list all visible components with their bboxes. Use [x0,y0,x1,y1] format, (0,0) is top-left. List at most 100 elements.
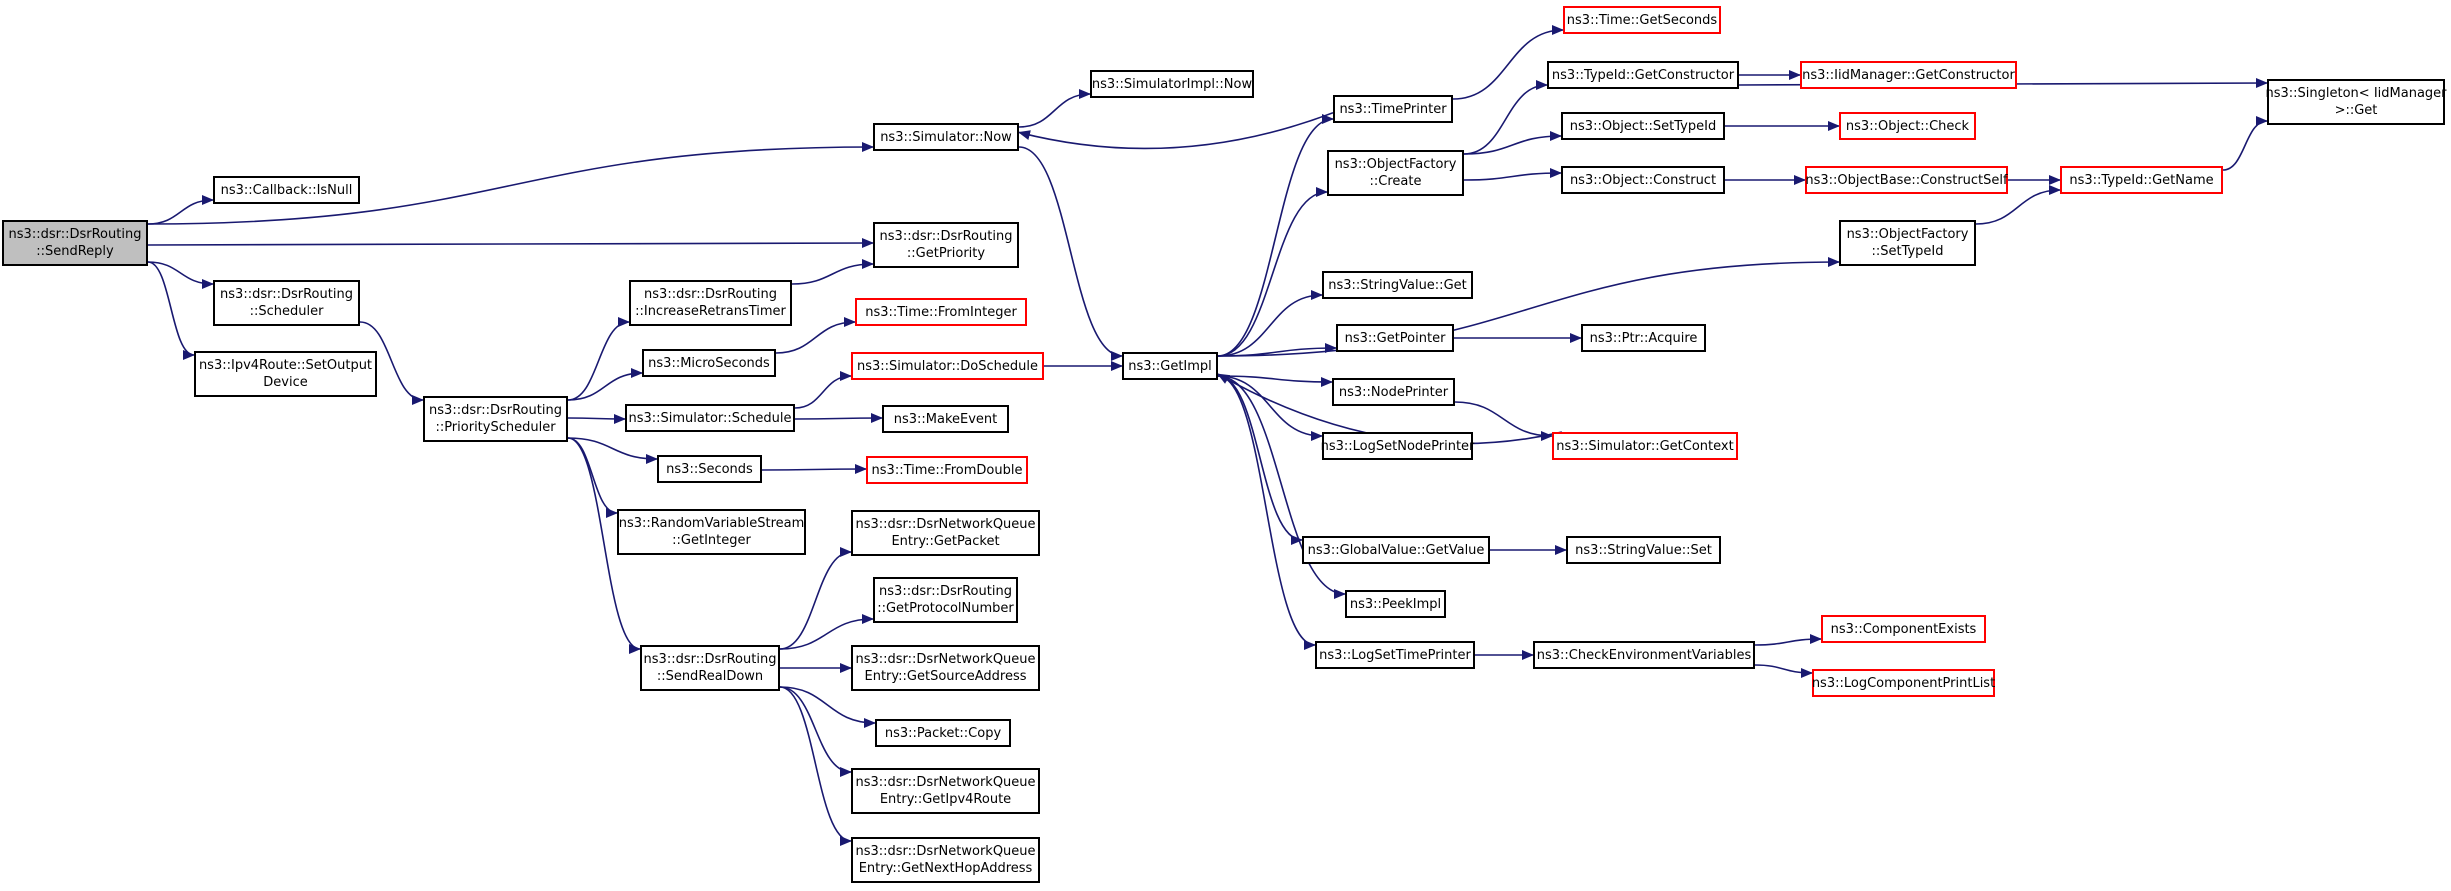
node-label-line: ns3::dsr::DsrRouting [8,227,142,242]
node-compexists[interactable]: ns3::ComponentExists [1821,615,1986,643]
node-label-line: ::Scheduler [249,304,324,319]
edge-priosched-to-seconds [567,437,658,464]
node-label-line: ns3::dsr::DsrRouting [429,403,562,418]
node-label-line: ns3::dsr::DsrRouting [879,229,1013,244]
node-label-line: Entry::GetPacket [891,534,1000,549]
node-fromdouble[interactable]: ns3::Time::FromDouble [866,456,1028,484]
node-getproto[interactable]: ns3::dsr::DsrRouting::GetProtocolNumber [873,577,1018,623]
node-ofsettid[interactable]: ns3::ObjectFactory::SetTypeId [1839,220,1976,266]
edge-sendreply-to-simnow [147,142,874,225]
node-peekimpl[interactable]: ns3::PeekImpl [1345,590,1446,618]
edge-realdown-to-getpacket [779,547,852,650]
edge-priosched-to-incretrans [567,317,630,401]
edge-getimpl-to-gvget [1217,375,1303,545]
node-label-line: ::SendReply [36,244,114,259]
node-schedule[interactable]: ns3::Simulator::Schedule [625,404,795,432]
node-label-line: ns3::StringValue::Get [1328,277,1467,293]
node-label-line: >::Get [2334,103,2378,118]
node-label-line: Device [263,375,308,390]
node-getpointer[interactable]: ns3::GetPointer [1336,324,1454,352]
node-tidgetctor[interactable]: ns3::TypeId::GetConstructor [1547,61,1739,89]
node-label-line: ns3::NodePrinter [1338,384,1449,400]
node-fromint[interactable]: ns3::Time::FromInteger [855,298,1027,326]
node-makeevent[interactable]: ns3::MakeEvent [882,405,1009,433]
node-simnow[interactable]: ns3::Simulator::Now [873,123,1019,151]
node-label-line: ns3::dsr::DsrNetworkQueue [855,517,1036,532]
node-getseconds[interactable]: ns3::Time::GetSeconds [1563,6,1721,34]
node-scheduler[interactable]: ns3::dsr::DsrRouting::Scheduler [213,280,360,326]
node-logsetnode[interactable]: ns3::LogSetNodePrinter [1320,432,1475,460]
node-priosched[interactable]: ns3::dsr::DsrRouting::PriorityScheduler [423,396,568,442]
node-getimpl[interactable]: ns3::GetImpl [1122,352,1218,380]
edge-schedule-to-makeevent [794,413,883,424]
node-label-line: ns3::GetPointer [1344,330,1446,346]
node-ofcreate[interactable]: ns3::ObjectFactory::Create [1327,150,1464,196]
node-label-line: ns3::TypeId::GetConstructor [1551,67,1735,83]
node-label-line: ::GetInteger [672,533,751,548]
node-label-line: ns3::ObjectFactory [1334,157,1457,172]
edge-micro-to-fromint [775,317,856,354]
edge-realdown-to-pktcopy [779,686,876,728]
node-logcomplist[interactable]: ns3::LogComponentPrintList [1812,669,1995,697]
node-label-line: ::SendRealDown [656,669,764,684]
edge-schedule-to-dosched [794,371,852,409]
node-label-line: ns3::dsr::DsrRouting [220,287,353,302]
node-label-line: ns3::dsr::DsrNetworkQueue [855,775,1036,790]
node-label-line: ns3::LogSetNodePrinter [1320,438,1475,454]
node-label-line: ns3::Ptr::Acquire [1589,330,1698,346]
node-checkenv[interactable]: ns3::CheckEnvironmentVariables [1533,641,1755,669]
node-sendreply[interactable]: ns3::dsr::DsrRouting::SendReply [2,220,148,266]
node-label-line: ns3::ComponentExists [1830,621,1977,637]
node-pktcopy[interactable]: ns3::Packet::Copy [875,719,1011,747]
node-timeprinter[interactable]: ns3::TimePrinter [1333,95,1453,123]
node-label-line: ns3::Object::SetTypeId [1569,118,1717,134]
node-label-line: ns3::Packet::Copy [884,725,1002,741]
node-realdown[interactable]: ns3::dsr::DsrRouting::SendRealDown [640,645,780,691]
node-label-line: ns3::Simulator::Schedule [628,410,792,426]
edge-ofcreate-to-objconstruct [1463,168,1562,181]
node-gvget[interactable]: ns3::GlobalValue::GetValue [1302,536,1490,564]
node-label-line: ns3::TimePrinter [1339,101,1447,117]
node-dosched[interactable]: ns3::Simulator::DoSchedule [851,352,1044,380]
node-objcheck[interactable]: ns3::Object::Check [1839,112,1976,140]
node-objconstruct[interactable]: ns3::Object::Construct [1561,166,1725,194]
node-strset[interactable]: ns3::StringValue::Set [1566,536,1721,564]
node-getcontext[interactable]: ns3::Simulator::GetContext [1552,432,1738,460]
node-label-line: ::PriorityScheduler [435,420,556,435]
node-strget[interactable]: ns3::StringValue::Get [1322,271,1473,299]
node-objsettid[interactable]: ns3::Object::SetTypeId [1561,112,1725,140]
node-nodeprinter[interactable]: ns3::NodePrinter [1332,378,1455,406]
edge-ofcreate-to-objsettid [1463,131,1562,155]
node-seconds[interactable]: ns3::Seconds [657,455,762,483]
node-ptracq[interactable]: ns3::Ptr::Acquire [1581,324,1706,352]
node-micro[interactable]: ns3::MicroSeconds [642,349,776,377]
node-incretrans[interactable]: ns3::dsr::DsrRouting::IncreaseRetransTim… [629,280,792,326]
node-implnow[interactable]: ns3::SimulatorImpl::Now [1090,70,1254,98]
edge-simnow-to-implnow [1018,89,1091,128]
node-label-line: ns3::CheckEnvironmentVariables [1536,647,1752,663]
node-label-line: ns3::LogComponentPrintList [1811,675,1996,691]
edge-sendreply-to-setoutput [147,261,195,360]
node-getprio[interactable]: ns3::dsr::DsrRouting::GetPriority [873,222,1019,268]
node-singleton[interactable]: ns3::Singleton< IidManager >::Get [2266,79,2447,125]
node-iidgetctor[interactable]: ns3::IidManager::GetConstructor [1800,61,2017,89]
node-tidgetname[interactable]: ns3::TypeId::GetName [2060,166,2223,194]
node-label-line: ns3::TypeId::GetName [2069,172,2214,188]
node-isnull[interactable]: ns3::Callback::IsNull [213,176,360,204]
node-logsettime[interactable]: ns3::LogSetTimePrinter [1315,641,1475,669]
node-label-line: ns3::Simulator::Now [880,129,1012,145]
edge-ofcreate-to-tidgetctor [1463,80,1548,155]
node-label-line: ns3::dsr::DsrNetworkQueue [855,652,1036,667]
node-label-line: ns3::Time::FromDouble [871,462,1023,478]
node-label-line: ns3::Time::FromInteger [865,304,1017,320]
node-constructself[interactable]: ns3::ObjectBase::ConstructSelf [1805,166,2008,194]
node-rvs[interactable]: ns3::RandomVariableStream::GetInteger [617,509,806,555]
node-label-line: ns3::Time::GetSeconds [1566,12,1718,28]
node-label-line: ::Create [1369,174,1422,189]
node-label-line: ns3::dsr::DsrRouting [879,584,1012,599]
